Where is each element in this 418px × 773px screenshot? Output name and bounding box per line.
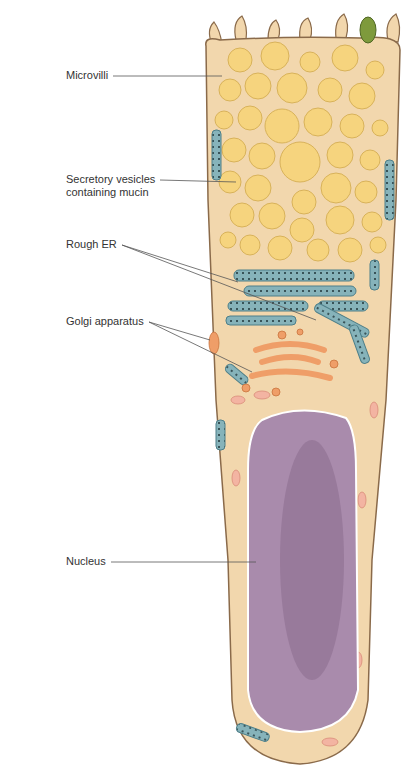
leader-line xyxy=(111,562,256,563)
nucleolus-region xyxy=(280,440,344,680)
leader-line xyxy=(113,76,222,77)
part-label: Microvilli xyxy=(66,69,108,82)
golgi-apparatus xyxy=(252,344,330,378)
leader-line xyxy=(122,245,316,320)
leader-line xyxy=(149,322,210,340)
nucleus xyxy=(248,410,358,732)
golgi-vesicles xyxy=(209,329,338,396)
part-label: Golgi apparatus xyxy=(66,315,144,328)
part-label: Nucleus xyxy=(66,555,106,568)
green-granule xyxy=(360,17,376,43)
leader-line xyxy=(149,322,252,372)
mucin-vesicles xyxy=(215,42,388,262)
part-label: Secretory vesicles containing mucin xyxy=(66,173,166,199)
cell-membrane xyxy=(206,37,400,764)
leader-line xyxy=(122,245,238,282)
part-label: Rough ER xyxy=(66,238,117,251)
rough-er xyxy=(212,130,394,743)
leader-line xyxy=(160,180,236,182)
mitochondria xyxy=(231,391,378,746)
